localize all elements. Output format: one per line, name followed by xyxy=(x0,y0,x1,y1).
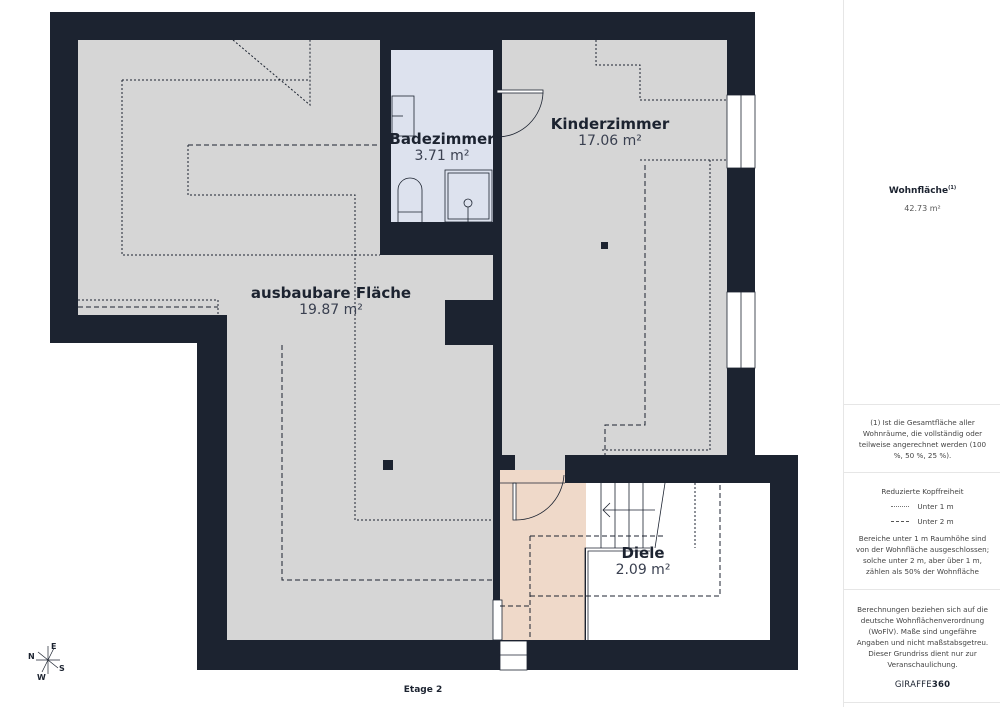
compass-e: E xyxy=(51,642,57,651)
dotted-line-icon xyxy=(891,506,910,507)
legend-1m: Unter 1 m xyxy=(854,501,991,512)
disclaimer-text: Berechnungen beziehen sich auf die deuts… xyxy=(856,605,989,669)
brand-logo: GIRAFFE360 xyxy=(854,680,991,691)
brand-number: 360 xyxy=(931,680,951,690)
compass-icon: N E S W xyxy=(28,638,68,684)
room-name: ausbaubare Fläche xyxy=(250,284,412,302)
compass-s: S xyxy=(59,664,65,673)
room-kinderzimmer xyxy=(502,40,727,455)
room-area: 3.71 m² xyxy=(414,148,470,164)
compass-w: W xyxy=(37,673,46,682)
floor-label: Etage 2 xyxy=(403,685,443,695)
legend-1m-label: Unter 1 m xyxy=(917,502,954,511)
headroom-title: Reduzierte Kopffreiheit xyxy=(881,487,964,496)
column xyxy=(383,460,393,470)
bath-fixtures xyxy=(391,95,493,223)
room-area: 2.09 m² xyxy=(615,562,671,578)
room-label-badezimmer: Badezimmer 3.71 m² xyxy=(389,130,494,164)
column xyxy=(601,242,608,249)
compass-n: N xyxy=(28,652,35,661)
floor-plan xyxy=(50,12,798,671)
footnote-marker: (1) xyxy=(948,185,957,191)
headroom-lines-1m xyxy=(78,39,727,548)
legend-2m-label: Unter 2 m xyxy=(917,517,954,526)
room-name: Kinderzimmer xyxy=(550,115,670,133)
room-label-kinderzimmer: Kinderzimmer 17.06 m² xyxy=(551,115,669,149)
doors xyxy=(496,89,565,521)
headroom-lines-2m xyxy=(78,144,721,640)
room-ausbaubare-flaeche xyxy=(78,40,493,640)
room-area: 17.06 m² xyxy=(578,133,642,149)
room-name: Diele xyxy=(621,544,665,562)
info-panel: Wohnfläche(1) 42.73 m² (1) Ist die Gesam… xyxy=(843,0,1000,707)
legend-2m: Unter 2 m xyxy=(854,516,991,527)
windows xyxy=(492,94,756,671)
room-label-diele: Diele 2.09 m² xyxy=(616,544,671,578)
living-area-title: Wohnfläche xyxy=(888,186,949,196)
headroom-text: Bereiche unter 1 m Raumhöhe sind von der… xyxy=(855,534,990,576)
room-label-ausbaubare-flaeche: ausbaubare Fläche 19.87 m² xyxy=(251,284,411,318)
disclaimer-section: Berechnungen beziehen sich auf die deuts… xyxy=(844,590,1000,703)
room-area: 19.87 m² xyxy=(299,302,363,318)
room-diele-upper xyxy=(650,483,770,548)
footnote-text: (1) Ist die Gesamtfläche aller Wohnräume… xyxy=(858,418,987,460)
stairs xyxy=(584,482,666,640)
headroom-section: Reduzierte Kopffreiheit Unter 1 m Unter … xyxy=(844,473,1000,590)
living-area-section: Wohnfläche(1) 42.73 m² xyxy=(844,0,1000,405)
footnote-section: (1) Ist die Gesamtfläche aller Wohnräume… xyxy=(844,405,1000,473)
dashed-line-icon xyxy=(891,521,910,522)
room-name: Badezimmer xyxy=(389,130,495,148)
living-area-value: 42.73 m² xyxy=(904,204,941,213)
brand-name: GIRAFFE xyxy=(894,680,932,690)
